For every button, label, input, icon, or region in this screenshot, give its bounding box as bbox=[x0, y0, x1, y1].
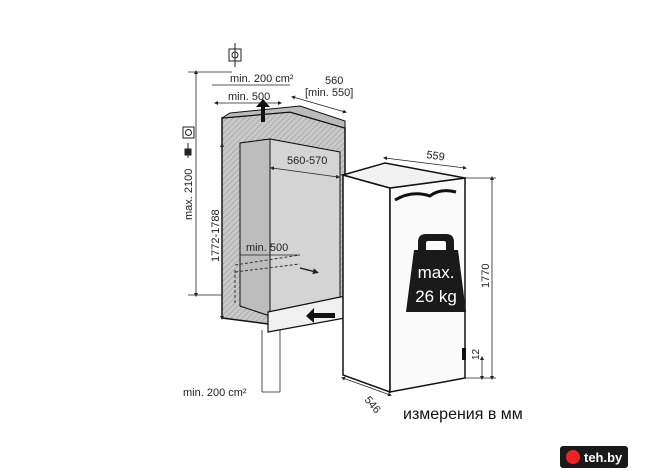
appliance-width-label: 559 bbox=[426, 149, 446, 163]
socket-icon bbox=[182, 126, 195, 139]
service-icons bbox=[182, 43, 242, 158]
water-connection-icon bbox=[228, 43, 242, 67]
appliance-hinge-top bbox=[394, 189, 457, 202]
weight-line1: max. bbox=[418, 263, 455, 282]
niche-height-label: 1772-1788 bbox=[210, 209, 222, 262]
appliance-front bbox=[342, 174, 391, 394]
niche-width-label: 560-570 bbox=[287, 155, 327, 167]
watermark-text: teh.by bbox=[584, 449, 623, 465]
cabinet-niche bbox=[221, 105, 346, 333]
niche-side-wall bbox=[239, 138, 271, 317]
appliance-hinge-bottom bbox=[462, 348, 466, 360]
max-height-label: max. 2100 bbox=[183, 169, 195, 220]
vent-bottom-label: min. 200 cm² bbox=[183, 387, 247, 399]
kettlebell-body bbox=[406, 250, 466, 312]
kettlebell-handle bbox=[418, 234, 454, 250]
niche-depth-label: 560 bbox=[325, 75, 343, 87]
niche-depth-min-label: [min. 550] bbox=[305, 87, 353, 99]
vent-top-depth-label: min. 500 bbox=[228, 91, 270, 103]
appliance-depth-label: 546 bbox=[362, 394, 383, 416]
dimension-lines bbox=[188, 70, 496, 397]
vent-bottom-depth-label: min. 500 bbox=[246, 242, 288, 254]
vent-bottom-arrow bbox=[306, 308, 335, 323]
units-caption: измерения в мм bbox=[403, 406, 523, 423]
plinth-gap-label: 12 bbox=[471, 348, 482, 360]
appliance-height-label: 1770 bbox=[480, 264, 492, 288]
vent-top-label: min. 200 cm² bbox=[230, 73, 294, 85]
watermark-badge: teh.by bbox=[560, 446, 629, 468]
watermark-logo-icon bbox=[566, 450, 580, 464]
plug-icon bbox=[184, 143, 192, 158]
weight-badge: max. 26 kg bbox=[406, 234, 466, 312]
weight-line2: 26 kg bbox=[415, 287, 457, 306]
